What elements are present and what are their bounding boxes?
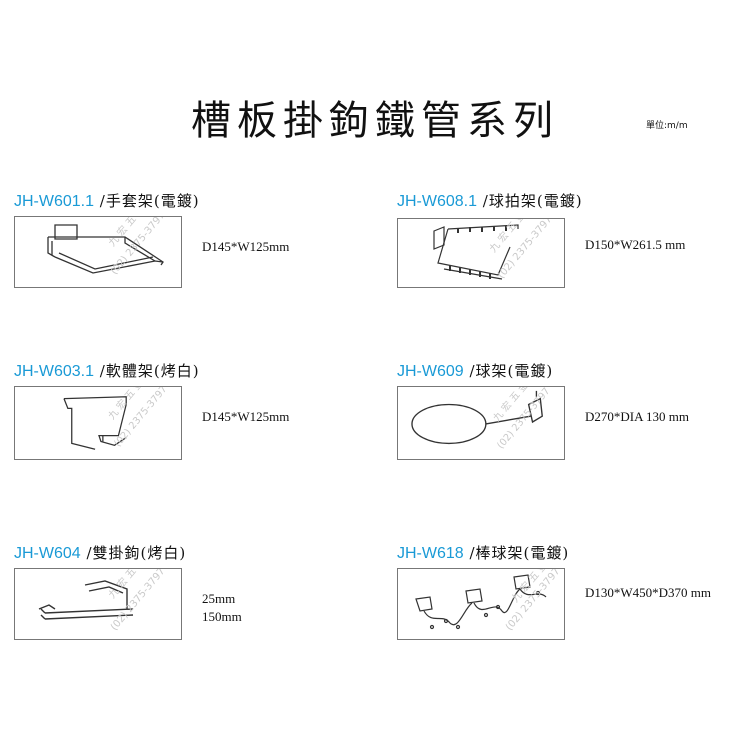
product-code: JH-W608.1 bbox=[397, 193, 478, 210]
product-name: 球拍架(電鍍) bbox=[488, 192, 583, 210]
ball-ring-icon: 九 宏 五 金 (02) 2375-3797 bbox=[411, 387, 553, 451]
product-name: 棒球架(電鍍) bbox=[475, 544, 570, 562]
product-dimensions: D145*W125mm bbox=[202, 408, 289, 426]
racket-rack-icon: 九 宏 五 金 (02) 2375-3797 bbox=[433, 219, 555, 281]
watermark-phone: (02) 2375-3797 bbox=[109, 569, 168, 633]
product-code: JH-W601.1 bbox=[14, 193, 95, 210]
product-item-w601-1: JH-W601.1 /手套架(電鍍) 九 宏 五 金 (02) 2375-379… bbox=[14, 190, 374, 310]
product-dimensions: D130*W450*D370 mm bbox=[585, 584, 711, 602]
product-image-frame: 九 宏 五 金 (02) 2375-3797 bbox=[14, 568, 182, 640]
product-name: 雙掛鉤(烤白) bbox=[92, 544, 187, 562]
product-image-frame: 九 宏 五 金 (02) 2375-3797 bbox=[14, 386, 182, 460]
product-name: 軟體架(烤白) bbox=[105, 362, 200, 380]
dimension-line: D145*W125mm bbox=[202, 239, 290, 254]
product-item-w604: JH-W604 /雙掛鉤(烤白) 九 宏 五 金 (02) 2375-3797 … bbox=[14, 542, 374, 662]
product-code: JH-W609 bbox=[397, 363, 464, 380]
product-heading: JH-W603.1 /軟體架(烤白) bbox=[14, 362, 200, 380]
product-heading: JH-W618 /棒球架(電鍍) bbox=[397, 544, 570, 562]
unit-label: 單位:m/m bbox=[646, 121, 688, 131]
product-image-frame: 九 宏 五 金 (02) 2375-3797 bbox=[14, 216, 182, 288]
dimension-line: 150mm bbox=[202, 609, 242, 624]
product-item-w608-1: JH-W608.1 /球拍架(電鍍) 九 宏 五 金 (02) 2375-379… bbox=[397, 190, 750, 310]
product-heading: JH-W608.1 /球拍架(電鍍) bbox=[397, 192, 583, 210]
product-name: 手套架(電鍍) bbox=[105, 192, 200, 210]
dimension-line: D150*W261.5 mm bbox=[585, 237, 686, 252]
product-item-w603-1: JH-W603.1 /軟體架(烤白) 九 宏 五 金 (02) 2375-379… bbox=[14, 360, 374, 480]
page-title: 槽板掛鉤鐵管系列 bbox=[191, 98, 559, 144]
dimension-line: 25mm bbox=[202, 591, 236, 606]
product-heading: JH-W609 /球架(電鍍) bbox=[397, 362, 554, 380]
product-dimensions: 25mm 150mm bbox=[202, 590, 242, 626]
double-hook-icon: 九 宏 五 金 (02) 2375-3797 bbox=[38, 569, 168, 633]
product-dimensions: D145*W125mm bbox=[202, 238, 289, 256]
product-image-frame: 九 宏 五 金 (02) 2375-3797 bbox=[397, 218, 565, 288]
product-code: JH-W604 bbox=[14, 545, 81, 562]
product-image-frame: 九 宏 五 金 (02) 2375-3797 bbox=[397, 568, 565, 640]
watermark-phone: (02) 2375-3797 bbox=[109, 217, 168, 277]
product-dimensions: D270*DIA 130 mm bbox=[585, 408, 689, 426]
software-rack-icon: 九 宏 五 金 (02) 2375-3797 bbox=[63, 387, 170, 450]
dimension-line: D270*DIA 130 mm bbox=[585, 409, 689, 424]
product-dimensions: D150*W261.5 mm bbox=[585, 236, 685, 254]
glove-rack-icon: 九 宏 五 金 (02) 2375-3797 bbox=[47, 217, 168, 277]
product-image-frame: 九 宏 五 金 (02) 2375-3797 bbox=[397, 386, 565, 460]
product-code: JH-W618 bbox=[397, 545, 464, 562]
dimension-line: D145*W125mm bbox=[202, 409, 290, 424]
dimension-line: D130*W450*D370 mm bbox=[585, 585, 712, 600]
product-item-w609: JH-W609 /球架(電鍍) 九 宏 五 金 (02) 2375-3797 D… bbox=[397, 360, 750, 480]
product-name: 球架(電鍍) bbox=[475, 362, 554, 380]
product-heading: JH-W601.1 /手套架(電鍍) bbox=[14, 192, 200, 210]
product-heading: JH-W604 /雙掛鉤(烤白) bbox=[14, 544, 187, 562]
product-item-w618: JH-W618 /棒球架(電鍍) 九 宏 五 金 (02) 2375-3797 … bbox=[397, 542, 750, 662]
bat-rack-icon: 九 宏 五 金 (02) 2375-3797 bbox=[415, 569, 563, 633]
product-code: JH-W603.1 bbox=[14, 363, 95, 380]
